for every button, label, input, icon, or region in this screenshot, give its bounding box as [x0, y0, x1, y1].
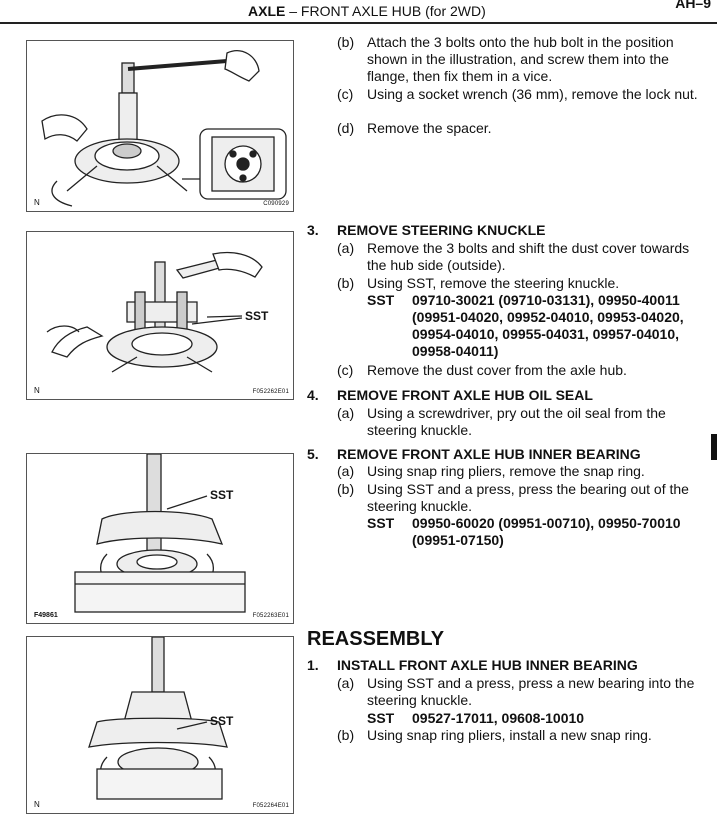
figure-code: C090929	[263, 201, 289, 207]
item-text: Using snap ring pliers, remove the snap …	[367, 463, 645, 479]
item-key: (a)	[337, 463, 355, 479]
side-tab-marker	[711, 434, 717, 460]
figure-bearing-press-in: SST N F052264E01	[26, 636, 294, 814]
item-key: (b)	[337, 275, 355, 291]
figure-sst-label: SST	[210, 714, 234, 728]
item-text: Remove the dust cover from the axle hub.	[367, 362, 627, 378]
sst-text: 09527-17011, 09608-10010	[412, 710, 585, 726]
figure-code: F052263E01	[252, 613, 289, 619]
step-number: 3.	[307, 222, 319, 238]
section-title-reassembly: REASSEMBLY	[307, 628, 445, 650]
step-label: REMOVE FRONT AXLE HUB OIL SEAL	[337, 387, 593, 403]
step-number: 1.	[307, 657, 319, 673]
item-text: Remove the 3 bolts and shift the dust co…	[367, 240, 690, 273]
figure-bearing-press-out: SST F49861 F052263E01	[26, 453, 294, 624]
figure-code: F052264E01	[252, 803, 289, 809]
item-key: (b)	[337, 481, 355, 497]
sst-key: SST	[367, 292, 395, 308]
item-key: (c)	[337, 362, 354, 378]
figure-sst-label: SST	[210, 488, 234, 502]
illustration-hub-wrench	[41, 50, 287, 207]
sst-text: 09950-60020 (09951-00710), 09950-70010 (…	[412, 515, 681, 548]
item-text: Using snap ring pliers, install a new sn…	[367, 727, 652, 743]
step-number: 5.	[307, 446, 319, 462]
item-text: Using a socket wrench (36 mm), remove th…	[367, 86, 698, 102]
item-text: Remove the spacer.	[367, 120, 492, 136]
figure-n-label: N	[34, 198, 40, 207]
item-key: (b)	[337, 727, 355, 743]
sst-text: 09710-30021 (09710-03131), 09950-40011 (…	[412, 292, 684, 359]
item-text: Using a screwdriver, pry out the oil sea…	[367, 405, 666, 438]
item-key: (b)	[337, 34, 355, 50]
item-text: Using SST and a press, press a new beari…	[367, 675, 695, 708]
item-text: Using SST and a press, press the bearing…	[367, 481, 689, 514]
header-title-rest: – FRONT AXLE HUB (for 2WD)	[285, 3, 486, 19]
figure-steering-knuckle-removal: SST N F052262E01	[26, 231, 294, 400]
page-header: AXLE – FRONT AXLE HUB (for 2WD) AH–9	[0, 0, 717, 24]
item-key: (a)	[337, 675, 355, 691]
item-key: (a)	[337, 240, 355, 256]
figure-sst-label: SST	[245, 309, 269, 323]
figure-n-label: N	[34, 800, 40, 809]
item-text: Attach the 3 bolts onto the hub bolt in …	[367, 34, 674, 84]
illustration-press-bearing-out	[74, 454, 246, 613]
figure-n-label: N	[34, 386, 40, 395]
figure-lock-nut-removal: N C090929	[26, 40, 294, 212]
sst-key: SST	[367, 710, 395, 726]
page-label: AH–9	[675, 0, 711, 11]
step-label: REMOVE STEERING KNUCKLE	[337, 222, 546, 238]
header-title: AXLE – FRONT AXLE HUB (for 2WD)	[248, 3, 486, 19]
item-key: (a)	[337, 405, 355, 421]
step-label: REMOVE FRONT AXLE HUB INNER BEARING	[337, 446, 641, 462]
sst-key: SST	[367, 515, 395, 531]
item-key: (d)	[337, 120, 355, 136]
figure-left-code: F49861	[34, 612, 58, 619]
figure-code: F052262E01	[252, 389, 289, 395]
step-number: 4.	[307, 387, 319, 403]
item-key: (c)	[337, 86, 354, 102]
illustration-press-bearing-in	[88, 637, 228, 800]
item-text: Using SST, remove the steering knuckle.	[367, 275, 620, 291]
header-title-bold: AXLE	[248, 3, 286, 19]
step-label: INSTALL FRONT AXLE HUB INNER BEARING	[337, 657, 638, 673]
illustration-knuckle-puller	[46, 251, 263, 373]
